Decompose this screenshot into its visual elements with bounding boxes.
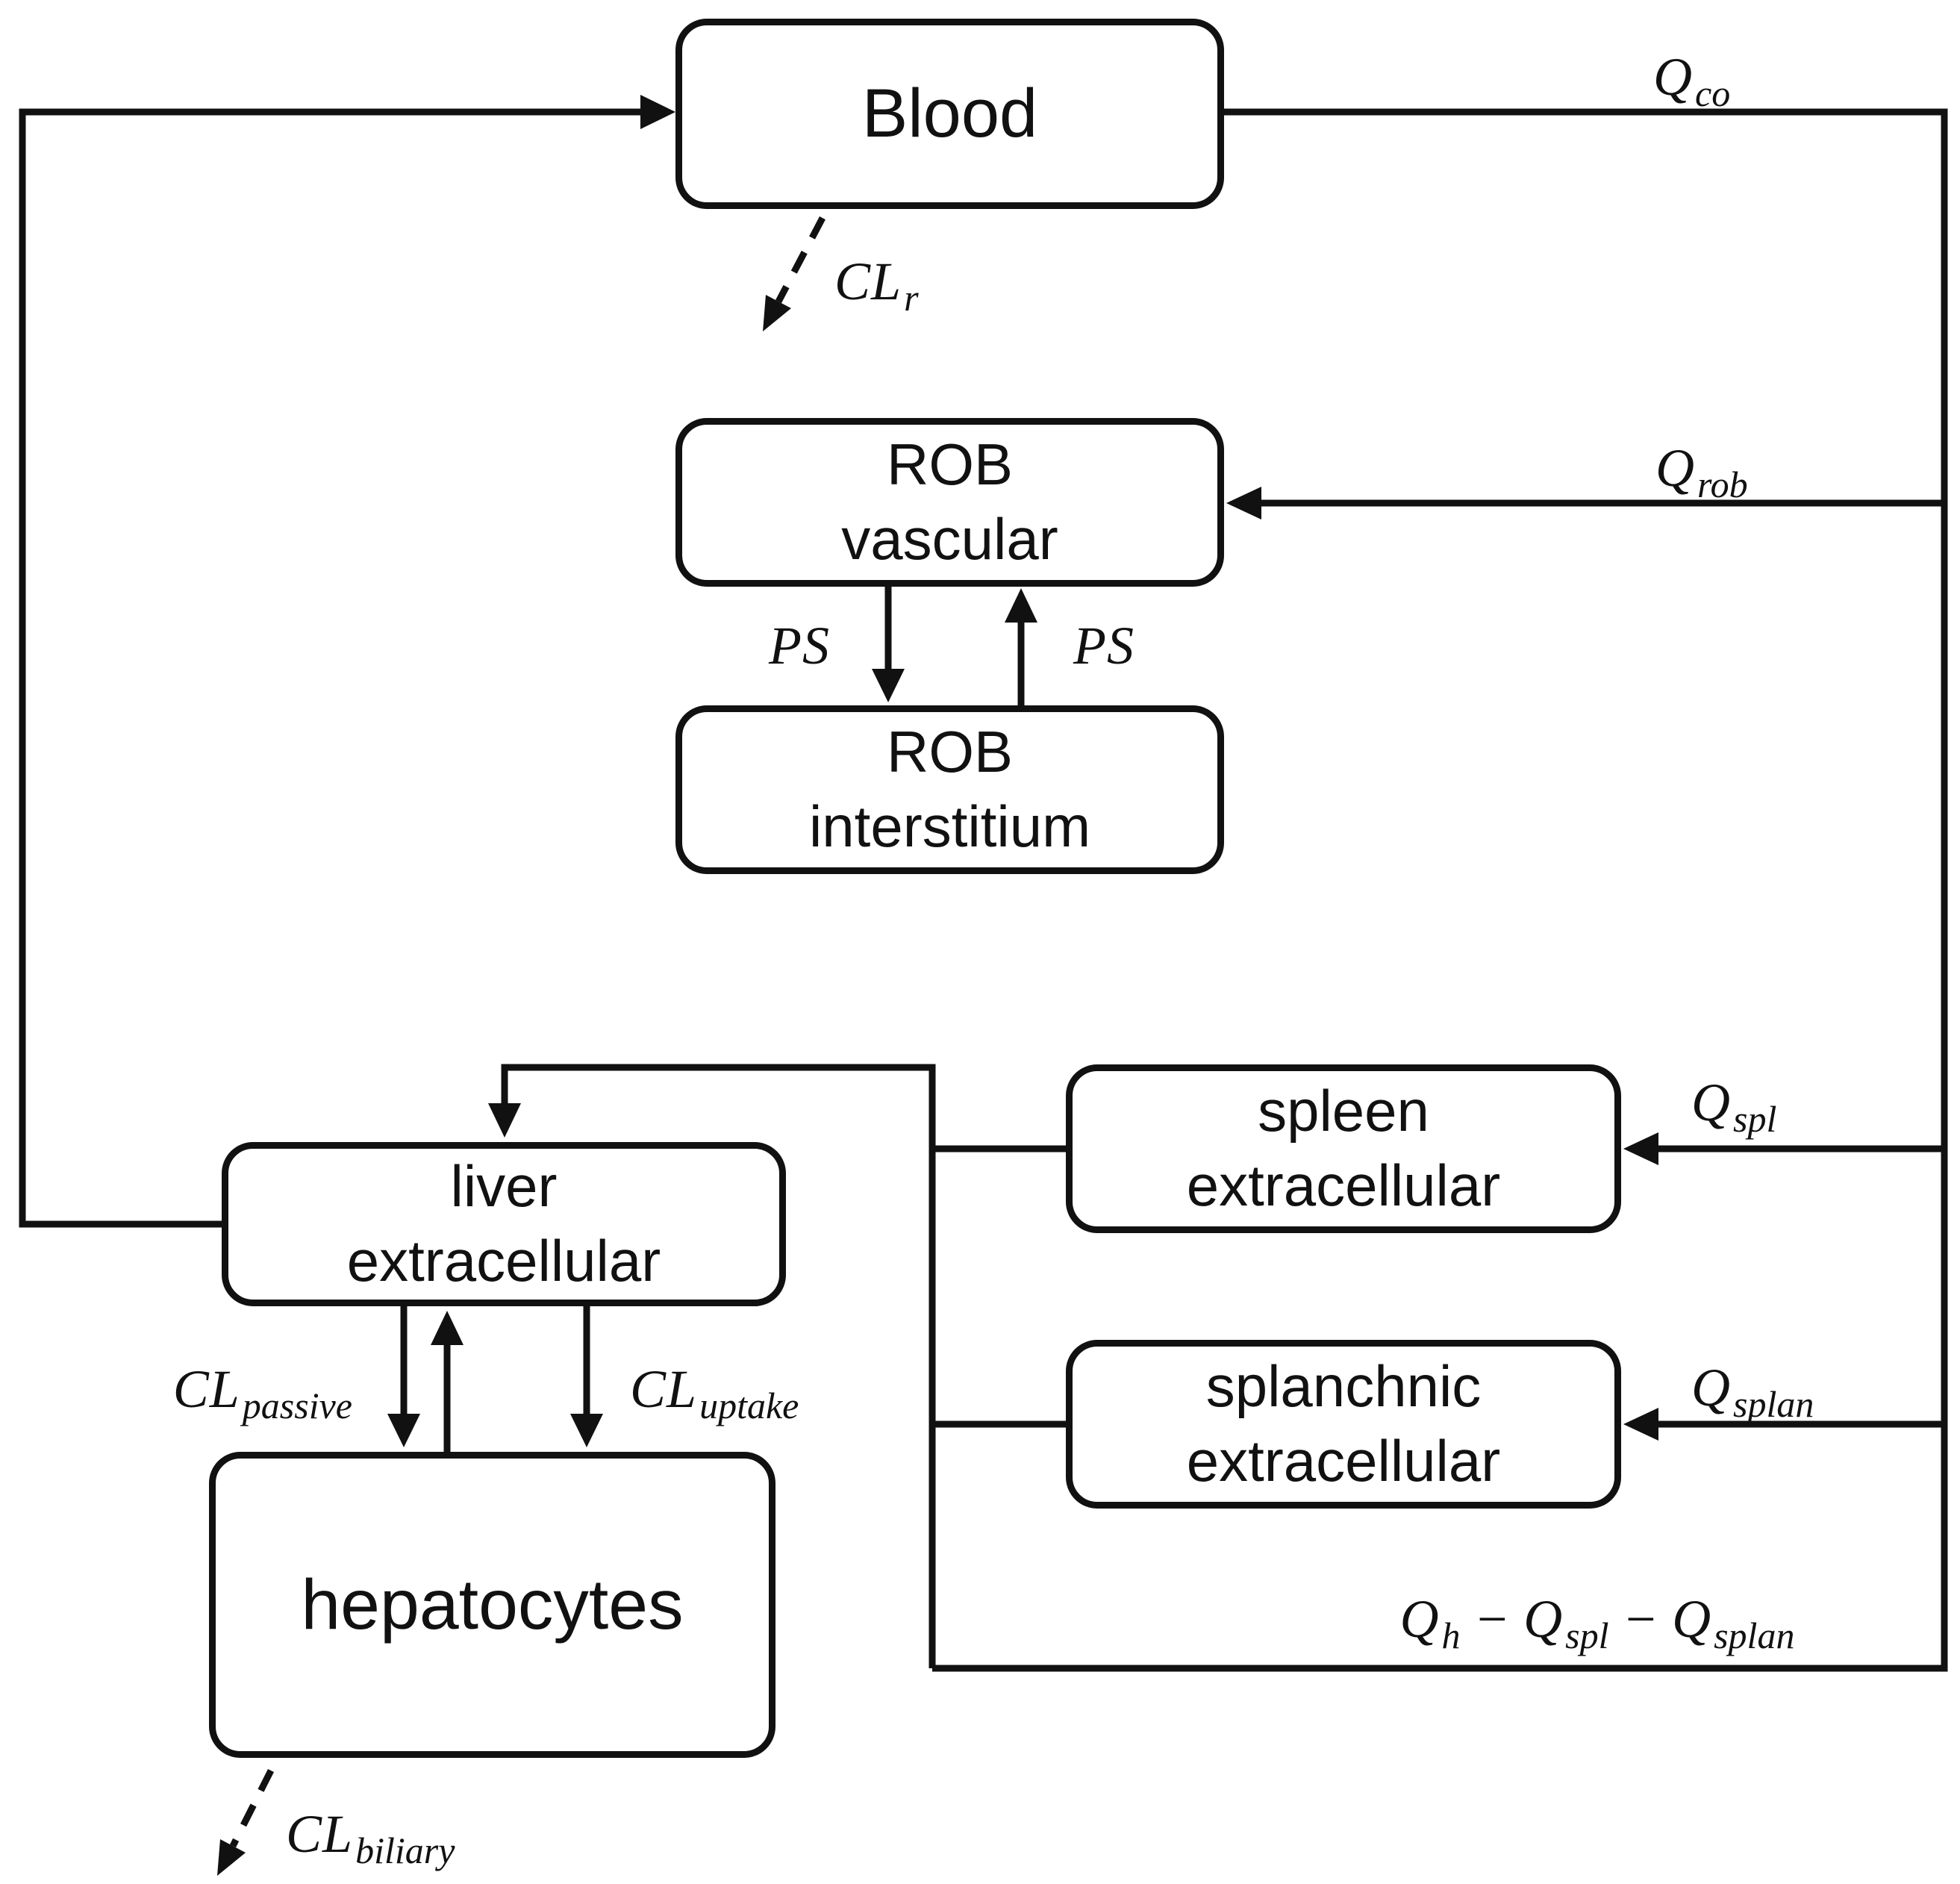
arrowhead-into-blood [640,95,675,129]
flow-line-qco-right-vertical-bottom [932,108,1948,1672]
flow-line-portal-to-liver [501,1064,936,1668]
compartment-splanchnic-line1: splanchnic [1205,1353,1482,1420]
compartment-rob-interstitium-line2: interstitium [808,793,1091,859]
compartment-splanchnic-extracellular: splanchnic extracellular [1066,1340,1621,1509]
arrowhead-qrob [1226,487,1261,520]
compartment-rob-interstitium-line1: ROB [886,719,1014,785]
label-q-splan: Qsplan [1691,1358,1814,1425]
compartment-liver-line2: extracellular [346,1228,661,1294]
compartment-hepatocytes-label: hepatocytes [301,1565,684,1644]
label-ps-efflux: PS [1073,616,1135,676]
compartment-liver-line1: liver [450,1153,558,1220]
compartment-spleen-line1: spleen [1258,1078,1429,1144]
compartment-splanchnic-line2: extracellular [1186,1428,1501,1494]
arrowhead-clbiliary [217,1839,246,1876]
arrowhead-clpassive-down [387,1414,420,1447]
flow-line-clbiliary-dashed [229,1768,275,1848]
compartment-spleen-extracellular: spleen extracellular [1066,1064,1621,1233]
compartment-blood-label: Blood [861,75,1038,152]
label-cl-passive: CLpassive [172,1359,352,1426]
arrowhead-ps-down [872,669,905,702]
compartment-hepatocytes: hepatocytes [209,1452,775,1758]
flow-line-clr-dashed [775,216,825,304]
arrowhead-qsplan [1623,1408,1658,1441]
arrowhead-clr [763,295,791,331]
compartment-blood: Blood [675,19,1224,209]
arrowhead-into-liver [488,1103,521,1138]
label-cl-uptake: CLuptake [630,1359,799,1426]
label-cl-biliary: CLbiliary [286,1804,455,1871]
compartment-liver-extracellular: liver extracellular [222,1142,786,1306]
label-q-hepatic-expression: Qh−Qspl−Qsplan [1399,1589,1795,1656]
arrowhead-cluptake-down [570,1414,603,1447]
compartment-rob-vascular-line1: ROB [886,431,1014,498]
flow-line-return-to-blood [19,108,642,1228]
label-q-spl: Qspl [1691,1073,1777,1140]
label-q-co: Qco [1653,47,1731,114]
compartment-spleen-line2: extracellular [1186,1152,1501,1218]
arrowhead-clpassive-up [431,1311,464,1345]
label-cl-renal: CLr [834,252,919,319]
arrowhead-ps-up [1005,588,1037,623]
compartment-rob-vascular-line2: vascular [841,506,1058,572]
compartment-rob-vascular: ROB vascular [675,418,1224,587]
label-ps-influx: PS [769,616,830,676]
compartment-rob-interstitium: ROB interstitium [675,705,1224,874]
arrowhead-qspl [1623,1132,1658,1165]
label-q-rob: Qrob [1655,438,1748,505]
